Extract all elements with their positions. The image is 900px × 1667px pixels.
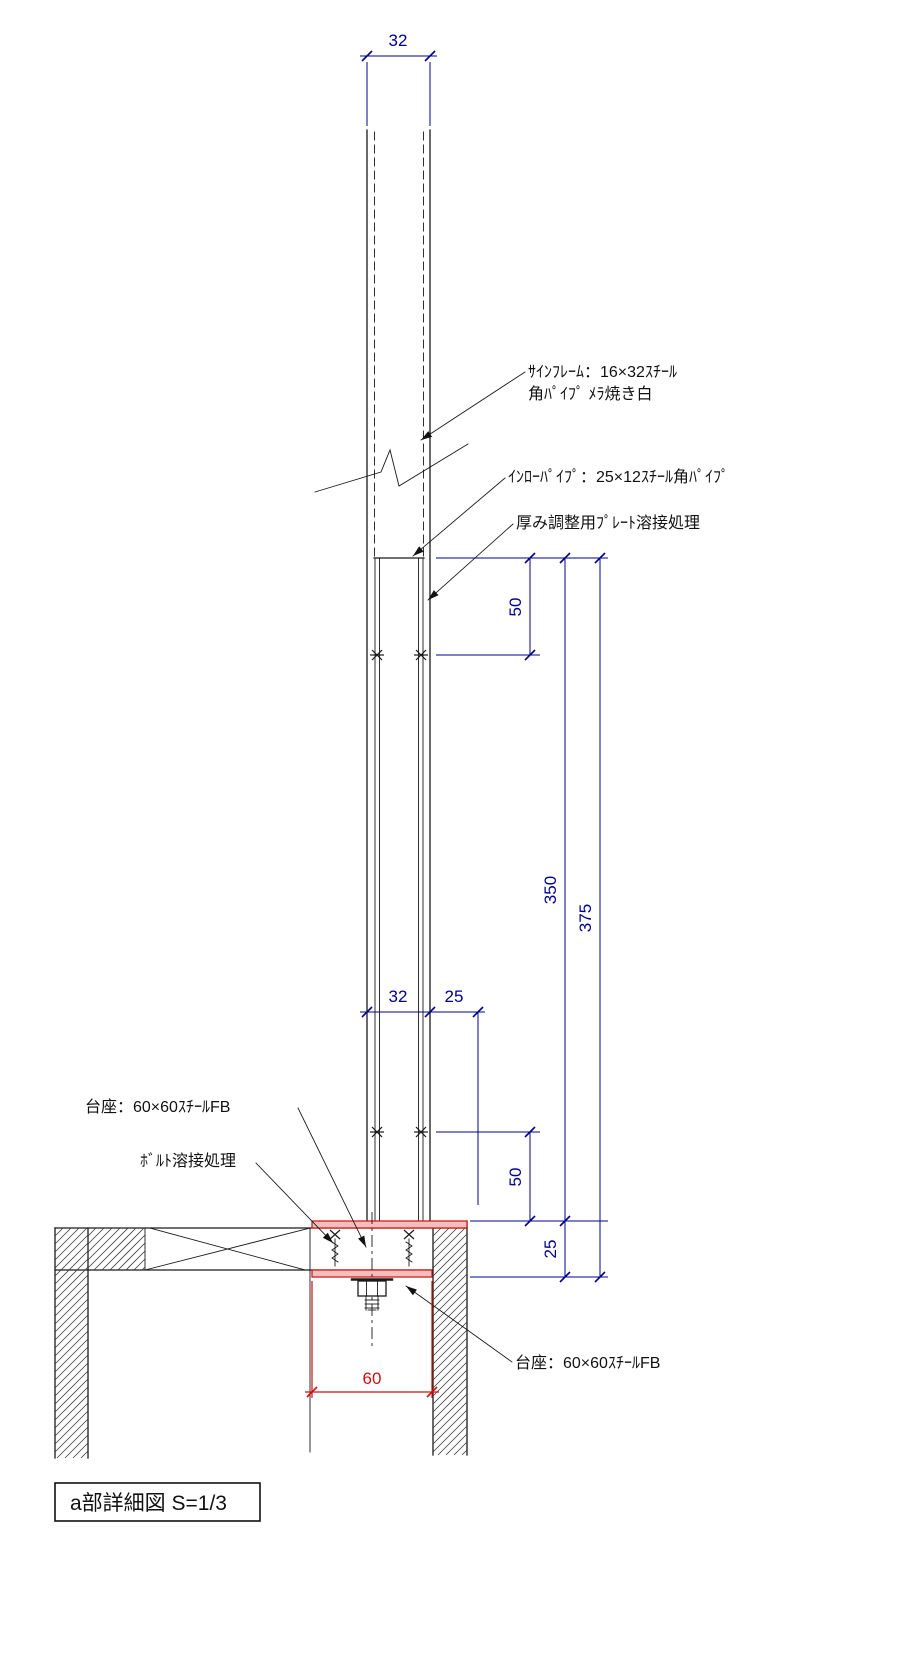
anchor-screw-right bbox=[403, 1229, 415, 1267]
break-symbol bbox=[314, 443, 469, 493]
label-bolt-weld: ﾎﾞﾙﾄ溶接処理 bbox=[140, 1152, 236, 1170]
dim-text-overall-length: 375 bbox=[576, 904, 595, 932]
dim-text-base-plate-width: 60 bbox=[363, 1369, 382, 1388]
dim-lower-weld-offset: 50 bbox=[506, 1126, 536, 1227]
dim-overall-length: 375 bbox=[576, 552, 606, 1283]
dim-text-mid-frame-width: 32 bbox=[389, 987, 408, 1006]
dim-extension-lines bbox=[436, 557, 608, 1278]
bolt-assembly bbox=[350, 1212, 394, 1350]
dim-base-thickness: 25 bbox=[541, 1221, 571, 1283]
leader-thickness-plate: 厚み調整用ﾌﾟﾚｰﾄ溶接処理 bbox=[427, 514, 700, 601]
dim-text-top-frame-width: 32 bbox=[389, 31, 408, 50]
title-block: a部詳細図 S=1/3 bbox=[54, 1482, 261, 1522]
label-sign-frame-line2: 角ﾊﾟｲﾌﾟ ﾒﾗ焼き白 bbox=[528, 385, 652, 403]
dim-upper-weld-offset: 50 bbox=[506, 552, 536, 661]
dim-inlay-length: 350 bbox=[541, 552, 571, 1227]
dim-text-side-gap: 25 bbox=[445, 987, 464, 1006]
leader-base-plate-left: 台座：60×60ｽﾁｰﾙFB bbox=[85, 1098, 367, 1248]
dim-text-lower-weld-offset: 50 bbox=[506, 1168, 525, 1187]
dim-text-upper-weld-offset: 50 bbox=[506, 598, 525, 617]
leader-inlay-pipe: ｲﾝﾛｰﾊﾟｲﾌﾟ：25×12ｽﾁｰﾙ角ﾊﾟｲﾌﾟ bbox=[412, 468, 729, 557]
anchor-screws bbox=[329, 1229, 415, 1267]
label-base-plate-right: 台座：60×60ｽﾁｰﾙFB bbox=[515, 1354, 660, 1372]
label-thickness-plate: 厚み調整用ﾌﾟﾚｰﾄ溶接処理 bbox=[516, 514, 700, 532]
counter-section bbox=[54, 1220, 468, 1459]
dim-text-base-thickness: 25 bbox=[541, 1240, 560, 1259]
base-plate-top bbox=[311, 1220, 468, 1229]
section-hatching bbox=[54, 1227, 468, 1459]
hex-nut bbox=[357, 1280, 387, 1297]
sign-frame-pipe bbox=[366, 129, 431, 1227]
anchor-screw-left bbox=[329, 1229, 341, 1267]
leader-sign-frame: ｻｲﾝﾌﾚｰﾑ：16×32ｽﾁｰﾙ 角ﾊﾟｲﾌﾟ ﾒﾗ焼き白 bbox=[420, 364, 677, 441]
label-sign-frame-line1: ｻｲﾝﾌﾚｰﾑ：16×32ｽﾁｰﾙ bbox=[528, 364, 677, 381]
inlay-pipe bbox=[373, 557, 425, 1227]
weld-mark-lower-left bbox=[370, 1126, 384, 1138]
dim-mid-widths: 32 25 bbox=[360, 987, 485, 1205]
dim-text-inlay-length: 350 bbox=[541, 876, 560, 904]
weld-mark-lower-right bbox=[414, 1126, 428, 1138]
dim-top-frame-width: 32 bbox=[360, 31, 437, 126]
label-inlay-pipe: ｲﾝﾛｰﾊﾟｲﾌﾟ：25×12ｽﾁｰﾙ角ﾊﾟｲﾌﾟ bbox=[508, 468, 729, 486]
bolt-thread-end bbox=[364, 1295, 380, 1311]
drawing-title: a部詳細図 S=1/3 bbox=[70, 1492, 227, 1515]
dim-base-plate-width: 60 bbox=[305, 1281, 439, 1398]
leader-bolt-weld: ﾎﾞﾙﾄ溶接処理 bbox=[140, 1152, 334, 1244]
label-base-plate-left: 台座：60×60ｽﾁｰﾙFB bbox=[85, 1098, 230, 1116]
leader-base-plate-right: 台座：60×60ｽﾁｰﾙFB bbox=[405, 1285, 660, 1372]
weld-mark-upper-right bbox=[414, 649, 428, 661]
weld-mark-upper-left bbox=[370, 649, 384, 661]
weld-marks bbox=[370, 649, 428, 1138]
